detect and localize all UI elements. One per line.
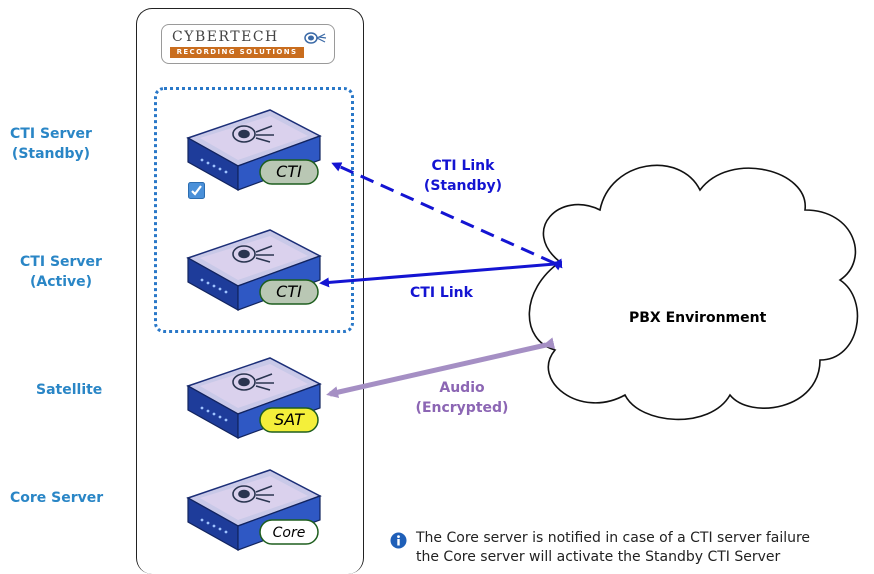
cti-standby-label-line1: CTI Server — [10, 126, 92, 142]
cti-standby-link-label: CTI Link (Standby) — [415, 156, 511, 196]
cti-standby-label-line2: (Standby) — [11, 146, 91, 162]
audio-link-label-line1: Audio — [439, 380, 485, 396]
cti-standby-link-label-line2: (Standby) — [423, 178, 503, 194]
cti-standby-label: CTI Server (Standby) — [4, 124, 98, 164]
logo-tagline: RECORDING SOLUTIONS — [170, 47, 304, 58]
server-badge: Core — [259, 519, 319, 545]
server-cti-active: CTI — [186, 229, 322, 312]
info-icon — [390, 532, 407, 549]
server-badge: CTI — [259, 279, 319, 305]
pbx-environment-label: PBX Environment — [629, 310, 767, 326]
logo-mark-icon — [304, 32, 327, 44]
cti-active-link — [319, 258, 563, 288]
server-badge-label: Core — [273, 525, 306, 541]
pbx-cloud — [528, 164, 859, 421]
cti-active-label-line1: CTI Server — [20, 254, 102, 270]
failover-note: The Core server is notified in case of a… — [416, 529, 810, 567]
logo-name: CYBERTECH — [172, 29, 279, 45]
audio-link-label-line2: (Encrypted) — [415, 400, 509, 416]
server-badge-label: CTI — [276, 282, 302, 301]
server-badge: CTI — [259, 159, 319, 185]
cti-active-label-line2: (Active) — [29, 274, 93, 290]
server-cti-standby: CTI — [186, 109, 322, 192]
audio-link — [326, 337, 556, 399]
failover-note-line1: The Core server is notified in case of a… — [416, 530, 811, 546]
server-badge: SAT — [259, 407, 319, 433]
cybertech-logo: CYBERTECH RECORDING SOLUTIONS — [161, 24, 335, 64]
server-core: Core — [186, 469, 322, 552]
server-enclosure — [136, 8, 364, 574]
standby-check-icon — [188, 182, 205, 199]
satellite-label: Satellite — [36, 382, 103, 398]
cti-standby-link — [331, 162, 563, 271]
failover-note-line2: the Core server will activate the Standb… — [416, 549, 781, 565]
server-satellite: SAT — [186, 357, 322, 440]
cti-active-link-label: CTI Link — [410, 285, 473, 301]
cti-active-label: CTI Server (Active) — [14, 252, 108, 292]
server-badge-label: CTI — [276, 162, 302, 181]
audio-link-label: Audio (Encrypted) — [412, 378, 512, 418]
cti-standby-link-label-line1: CTI Link — [431, 158, 495, 174]
server-badge-label: SAT — [274, 410, 305, 429]
core-server-label: Core Server — [10, 490, 104, 506]
